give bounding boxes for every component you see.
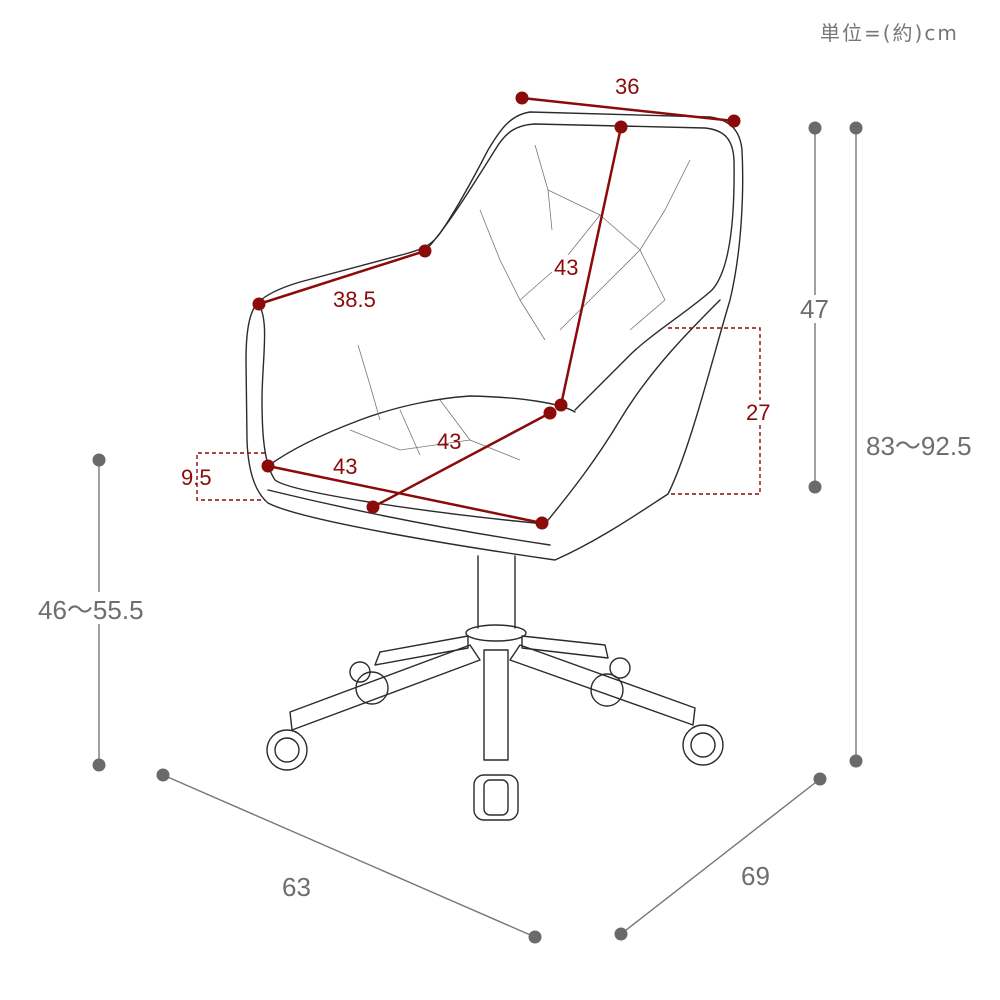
dimension-base-depth: 69 bbox=[614, 772, 827, 941]
armrest-height-label: 27 bbox=[746, 400, 770, 425]
dimension-back-width: 36 bbox=[515, 74, 741, 128]
back-total-height-label: 47 bbox=[800, 294, 829, 324]
armrest-length-label: 38.5 bbox=[333, 287, 376, 312]
dimension-seat-depth: 43 bbox=[366, 406, 557, 514]
seat-depth-label: 43 bbox=[437, 429, 461, 454]
base-width-label: 63 bbox=[282, 872, 311, 902]
dimension-back-total-height: 47 bbox=[800, 121, 832, 494]
dimension-cushion-thickness: 9.5 bbox=[181, 452, 265, 501]
back-width-label: 36 bbox=[615, 74, 639, 99]
unit-label: 単位=(約)cm bbox=[820, 21, 959, 45]
dimension-seat-height: 46〜55.5 bbox=[38, 453, 160, 772]
seat-width-label: 43 bbox=[333, 454, 357, 479]
dimension-base-width: 63 bbox=[156, 768, 542, 944]
chair-illustration bbox=[245, 111, 744, 821]
cushion-thickness-label: 9.5 bbox=[181, 465, 212, 490]
dimension-armrest-height: 27 bbox=[668, 327, 775, 495]
base-depth-label: 69 bbox=[741, 861, 770, 891]
dimension-back-height: 43 bbox=[552, 120, 628, 412]
total-height-label: 83〜92.5 bbox=[866, 431, 972, 461]
back-height-label: 43 bbox=[554, 255, 578, 280]
seat-height-label: 46〜55.5 bbox=[38, 595, 144, 625]
dimension-armrest-length: 38.5 bbox=[252, 244, 432, 312]
dimension-seat-width: 43 bbox=[261, 454, 549, 530]
dimension-total-height: 83〜92.5 bbox=[849, 121, 972, 768]
